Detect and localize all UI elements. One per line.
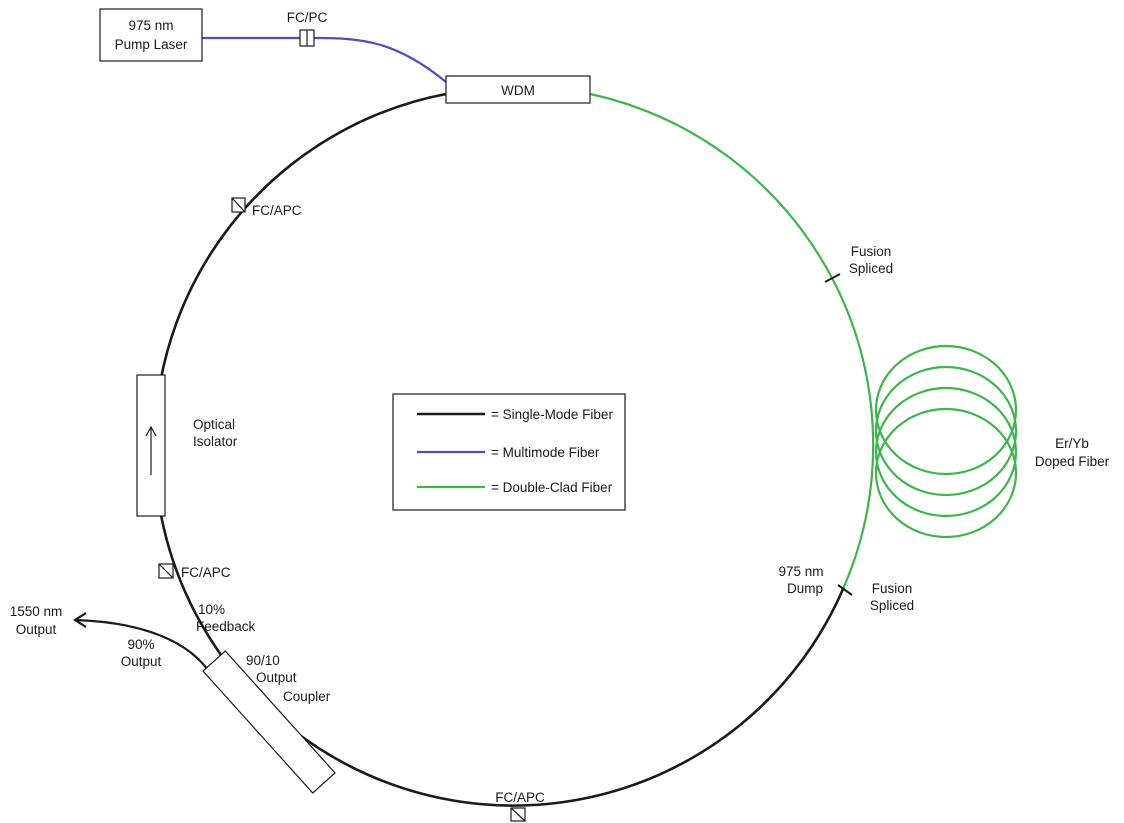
fcapc-mid-label: FC/APC bbox=[181, 565, 231, 580]
isolator-label-2: Isolator bbox=[193, 434, 238, 449]
output-fiber bbox=[74, 618, 213, 677]
output-arrow-head bbox=[72, 612, 87, 628]
output-1550-label-1: 1550 nm bbox=[10, 604, 63, 619]
splice-bottom-label-1: Fusion bbox=[872, 581, 913, 596]
legend-label-single-mode: = Single-Mode Fiber bbox=[491, 407, 613, 422]
output-coupler bbox=[202, 650, 336, 794]
fcapc-top-label: FC/APC bbox=[252, 203, 302, 218]
dump-label-2: Dump bbox=[787, 581, 823, 596]
fusion-splice-bottom-mark bbox=[837, 584, 853, 596]
legend-label-double-clad: = Double-Clad Fiber bbox=[491, 480, 613, 495]
output-90-label-1: 90% bbox=[127, 637, 154, 652]
coupler-label-3: Coupler bbox=[283, 689, 331, 704]
splice-top-label-2: Spliced bbox=[849, 261, 893, 276]
fcapc-connector-mid bbox=[158, 563, 174, 579]
fusion-splice-top-mark bbox=[824, 273, 841, 283]
fcpc-connector bbox=[299, 29, 315, 47]
fcpc-label: FC/PC bbox=[287, 10, 328, 25]
isolator-label-1: Optical bbox=[193, 417, 235, 432]
wdm-box bbox=[445, 75, 591, 104]
doped-fiber-coil bbox=[874, 344, 1018, 539]
pump-laser-label-2: Pump Laser bbox=[115, 37, 188, 52]
coupler-label-1: 90/10 bbox=[246, 653, 280, 668]
doped-fiber-label-2: Doped Fiber bbox=[1035, 454, 1110, 469]
splice-top-label-1: Fusion bbox=[851, 244, 892, 259]
dump-label-1: 975 nm bbox=[778, 564, 823, 579]
double-clad-ring-segment bbox=[589, 92, 875, 590]
legend: = Single-Mode Fiber = Multimode Fiber = … bbox=[392, 393, 626, 511]
fcapc-connector-top bbox=[231, 197, 246, 213]
feedback-label-1: 10% bbox=[198, 602, 225, 617]
splice-bottom-label-2: Spliced bbox=[870, 598, 914, 613]
pump-laser-box bbox=[99, 8, 203, 62]
fcapc-connector-bottom bbox=[510, 807, 526, 822]
multimode-fiber bbox=[202, 36, 447, 83]
isolator-arrow bbox=[145, 425, 157, 475]
pump-laser-label-1: 975 nm bbox=[128, 18, 173, 33]
output-90-label-2: Output bbox=[121, 654, 162, 669]
wdm-label: WDM bbox=[501, 83, 535, 98]
doped-fiber-label-1: Er/Yb bbox=[1055, 436, 1089, 451]
output-1550-label-2: Output bbox=[16, 622, 57, 637]
legend-label-multimode: = Multimode Fiber bbox=[491, 445, 600, 460]
feedback-label-2: Feedback bbox=[196, 619, 256, 634]
coupler-label-2: Output bbox=[256, 670, 297, 685]
fcapc-bottom-label: FC/APC bbox=[495, 790, 545, 805]
